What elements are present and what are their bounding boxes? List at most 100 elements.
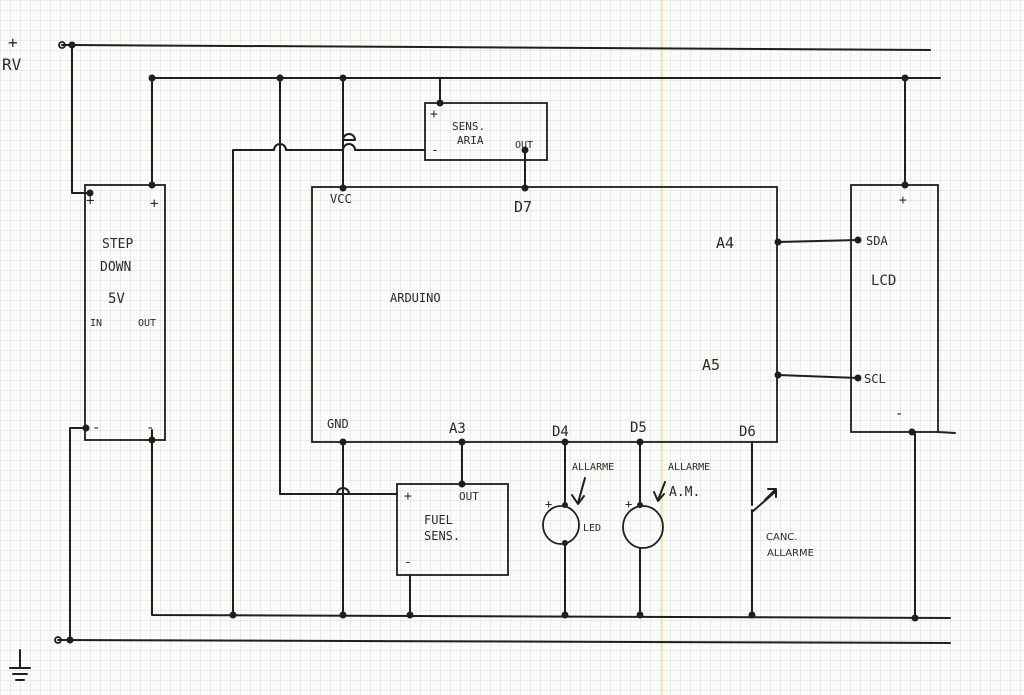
stepdown-voltage: 5V [108, 291, 125, 307]
supply-voltage-label: RV [2, 55, 22, 74]
junction-dot [911, 614, 919, 622]
stepdown-minus-out: - [146, 420, 154, 436]
junction-dot [774, 238, 782, 246]
stepdown-plus-out: + [150, 196, 158, 212]
junction-dot [66, 636, 74, 644]
junction-dot [339, 184, 347, 192]
lcd-scl: SCL [864, 372, 886, 386]
supply-terminal [58, 41, 66, 49]
junction-dot [82, 424, 90, 432]
am-arrow [653, 481, 666, 502]
ground-rail-lower [57, 639, 951, 644]
junction-dot [406, 611, 414, 619]
air-sensor-out: OUT [515, 140, 533, 151]
rail-to-fuel-sensor-plus [279, 77, 398, 495]
arduino-d7: D7 [514, 198, 532, 216]
stepdown-out-label: OUT [138, 318, 156, 329]
stepdown-plus-in: + [86, 193, 94, 209]
lcd-sda: SDA [866, 234, 888, 248]
am-alarm-lamp [622, 505, 664, 549]
arduino-a4: A4 [716, 234, 734, 252]
ground-symbol [9, 649, 31, 681]
arduino-box [311, 186, 778, 443]
stepdown-title-2: DOWN [100, 260, 131, 275]
led-arrow [571, 477, 586, 505]
junction-dot [561, 611, 569, 619]
junction-dot [68, 41, 76, 49]
junction-dot [748, 611, 756, 619]
air-sensor-ground [232, 143, 426, 616]
stepdown-title-1: STEP [102, 237, 133, 252]
ground-terminal [54, 636, 62, 644]
lcd-box [850, 184, 939, 433]
air-sensor-title-1: SENS. [452, 120, 485, 133]
junction-dot [774, 371, 782, 379]
air-sensor-title-2: ARIA [457, 134, 484, 147]
fuel-sensor-title-1: FUEL [424, 513, 453, 527]
lcd-minus: - [895, 406, 903, 422]
junction-dot [521, 146, 529, 154]
rail-to-arduino-vcc [342, 77, 356, 189]
am-alarm-plus: + [625, 497, 632, 511]
arduino-d5: D5 [630, 420, 647, 436]
arduino-title: ARDUINO [390, 291, 441, 305]
fuel-sensor-title-2: SENS. [424, 529, 460, 543]
five-volt-rail [151, 77, 941, 186]
cancel-switch-label-2: ALLARME [767, 548, 814, 559]
fuel-plus-jump [336, 487, 350, 495]
junction-dot [636, 611, 644, 619]
junction-dot [148, 74, 156, 82]
led-plus: + [545, 497, 552, 511]
junction-dot [339, 611, 347, 619]
stepdown-in-label: IN [90, 318, 102, 329]
fuel-sensor-plus: + [404, 489, 412, 504]
arduino-d4: D4 [552, 424, 569, 440]
led-lamp [542, 505, 580, 545]
arduino-vcc: VCC [330, 192, 352, 206]
paper-fold-line [661, 0, 663, 695]
junction-dot [229, 611, 237, 619]
led-name: LED [583, 523, 601, 534]
air-sensor-plus: + [430, 107, 438, 122]
stepdown-in-minus-ground [69, 427, 87, 641]
arduino-a3: A3 [449, 421, 466, 437]
supply-rail [61, 44, 931, 51]
am-alarm-label-1: ALLARME [668, 462, 710, 473]
stepdown-minus-in: - [92, 420, 100, 436]
arduino-a5: A5 [702, 356, 720, 374]
fuel-sensor-minus: - [404, 555, 412, 570]
arduino-d6: D6 [739, 424, 756, 440]
labels: + RV + + STEP DOWN 5V IN OUT - - + - SEN… [2, 33, 907, 570]
fuel-sensor-box [396, 483, 509, 576]
arduino-gnd: GND [327, 417, 349, 431]
junction-dot [854, 374, 862, 382]
lcd-plus: + [899, 193, 907, 208]
supply-to-stepdown [71, 44, 91, 194]
junction-dot [901, 74, 909, 82]
step-down-box [84, 184, 166, 441]
junction-dot [339, 74, 347, 82]
air-sensor-minus: - [431, 143, 439, 158]
switch-arrow [764, 488, 777, 501]
cancel-switch-label-1: CANC. [766, 532, 797, 543]
junction-dot [521, 184, 529, 192]
wires [54, 41, 956, 644]
components [9, 102, 939, 681]
junction-dot [86, 189, 94, 197]
supply-plus-label: + [8, 33, 18, 52]
junction-dot [276, 74, 284, 82]
a5-to-scl [777, 374, 859, 379]
a4-to-sda [777, 239, 859, 243]
lcd-ground-stub [937, 431, 956, 434]
led-alarm-label: ALLARME [572, 462, 614, 473]
switch-lever [751, 491, 776, 513]
am-alarm-label-2: A.M. [669, 485, 700, 500]
junction-dot [854, 236, 862, 244]
ground-rail-upper [151, 429, 951, 619]
fuel-sensor-out: OUT [459, 490, 479, 503]
lcd-title: LCD [871, 273, 896, 289]
air-sensor-box [424, 102, 548, 161]
